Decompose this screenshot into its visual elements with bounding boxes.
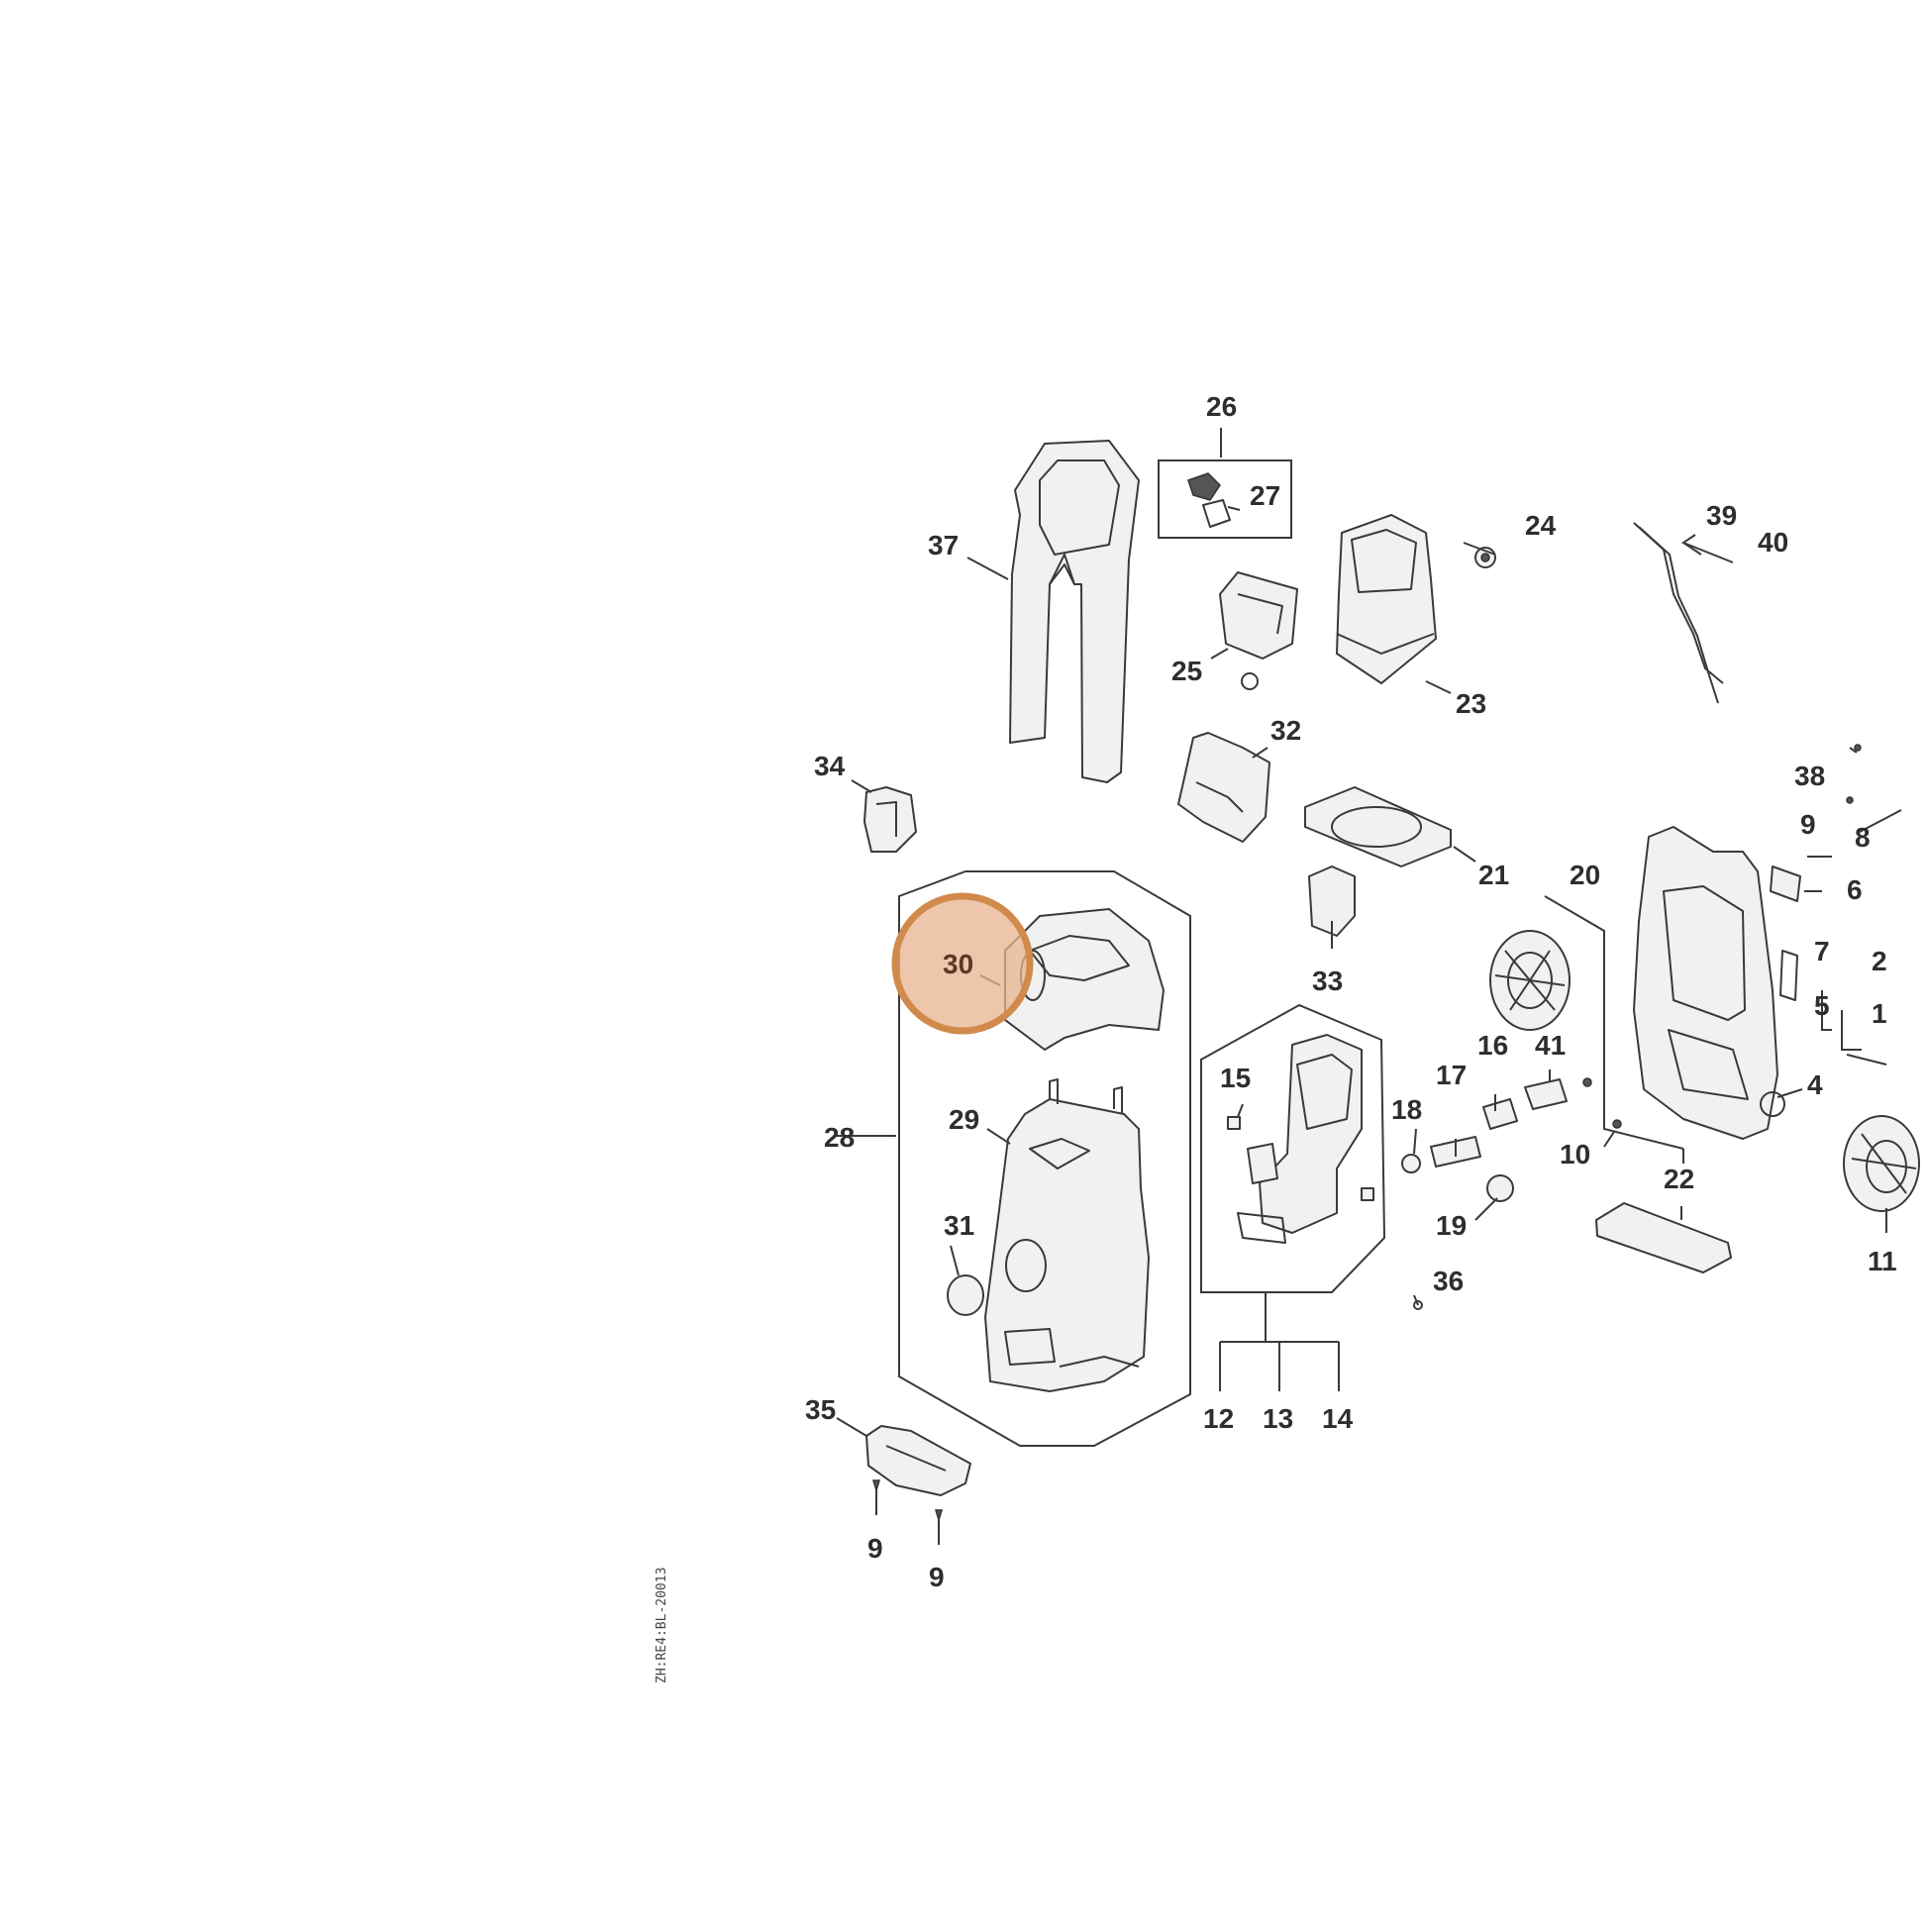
part-main-housing <box>1633 826 1785 1140</box>
drawing-code: ZH:RE4:BL-20013 <box>655 1568 669 1683</box>
callout-11: 11 <box>1868 1246 1897 1276</box>
small-fittings <box>1401 1077 1622 1310</box>
callout-28: 28 <box>824 1122 855 1153</box>
callout-19: 19 <box>1436 1210 1467 1241</box>
callout-20: 20 <box>1570 860 1600 890</box>
callout-1: 1 <box>1872 998 1887 1029</box>
drawing-code-text: ZH:RE4:BL-20013 <box>655 1568 669 1683</box>
part-30-top-cover <box>1004 908 1165 1051</box>
part-25-housing-insert <box>1219 571 1298 690</box>
callout-18: 18 <box>1391 1094 1422 1125</box>
callout-22: 22 <box>1664 1164 1694 1194</box>
part-20-wheel <box>1489 930 1571 1031</box>
part-11-wheel <box>1843 1115 1920 1212</box>
callout-17: 17 <box>1436 1060 1467 1090</box>
callout-14: 14 <box>1322 1403 1354 1434</box>
callout-21: 21 <box>1478 860 1509 890</box>
part-motor-group-frame <box>1200 1003 1386 1293</box>
part-34-clip <box>863 786 917 853</box>
part-32-bracket <box>1177 732 1270 843</box>
callout-13: 13 <box>1263 1403 1293 1434</box>
part-23-tank-bracket <box>1336 514 1437 684</box>
callout-2: 2 <box>1872 946 1887 976</box>
callout-15: 15 <box>1220 1063 1251 1093</box>
callout-16: 16 <box>1477 1030 1508 1061</box>
callout-35: 35 <box>805 1394 836 1425</box>
callout-36: 36 <box>1433 1266 1464 1296</box>
part-33-holder <box>1308 865 1356 937</box>
part-21-gasket <box>1304 786 1452 867</box>
callout-37: 37 <box>928 530 959 560</box>
leader-lines <box>836 428 1902 1545</box>
part-39-cable-harness <box>1633 522 1724 704</box>
callout-38: 38 <box>1794 761 1825 791</box>
callout-40: 40 <box>1758 527 1788 558</box>
callout-27: 27 <box>1250 480 1280 511</box>
callout-32: 32 <box>1270 715 1301 746</box>
callout-31: 31 <box>944 1210 974 1241</box>
part-22-filter-pad <box>1595 1202 1732 1273</box>
small-parts-right <box>1770 744 1887 1066</box>
part-26-switch-box <box>1158 459 1292 539</box>
part-28-cover-set-frame <box>898 870 1191 1447</box>
callout-10: 10 <box>1560 1139 1590 1169</box>
callout-9-top: 9 <box>1800 809 1816 840</box>
callout-26: 26 <box>1206 391 1237 422</box>
callout-9-right: 9 <box>929 1562 945 1592</box>
screws-9 <box>871 1479 944 1523</box>
callout-33: 33 <box>1312 966 1343 996</box>
part-37-handle <box>1009 440 1140 783</box>
callout-labels: 1 2 4 5 6 7 8 9 9 9 10 11 12 13 14 15 16… <box>805 391 1897 1592</box>
callout-23: 23 <box>1456 688 1486 719</box>
callout-5: 5 <box>1814 990 1830 1021</box>
callout-9-left: 9 <box>867 1533 883 1564</box>
callout-4: 4 <box>1807 1069 1823 1100</box>
part-29-main-cover <box>984 1078 1150 1392</box>
highlight-circle-part-30[interactable] <box>891 892 1034 1035</box>
callout-30: 30 <box>943 949 973 979</box>
callout-8: 8 <box>1855 822 1871 853</box>
callout-41: 41 <box>1535 1030 1566 1061</box>
callout-6: 6 <box>1847 874 1863 905</box>
part-35-foot <box>865 1425 971 1496</box>
callout-29: 29 <box>949 1104 979 1135</box>
part-31-cap <box>947 1274 984 1316</box>
callout-24: 24 <box>1525 510 1557 541</box>
callout-7: 7 <box>1814 936 1830 966</box>
callout-39: 39 <box>1706 500 1737 531</box>
callout-34: 34 <box>814 751 846 781</box>
callout-25: 25 <box>1171 656 1202 686</box>
callout-12: 12 <box>1203 1403 1234 1434</box>
